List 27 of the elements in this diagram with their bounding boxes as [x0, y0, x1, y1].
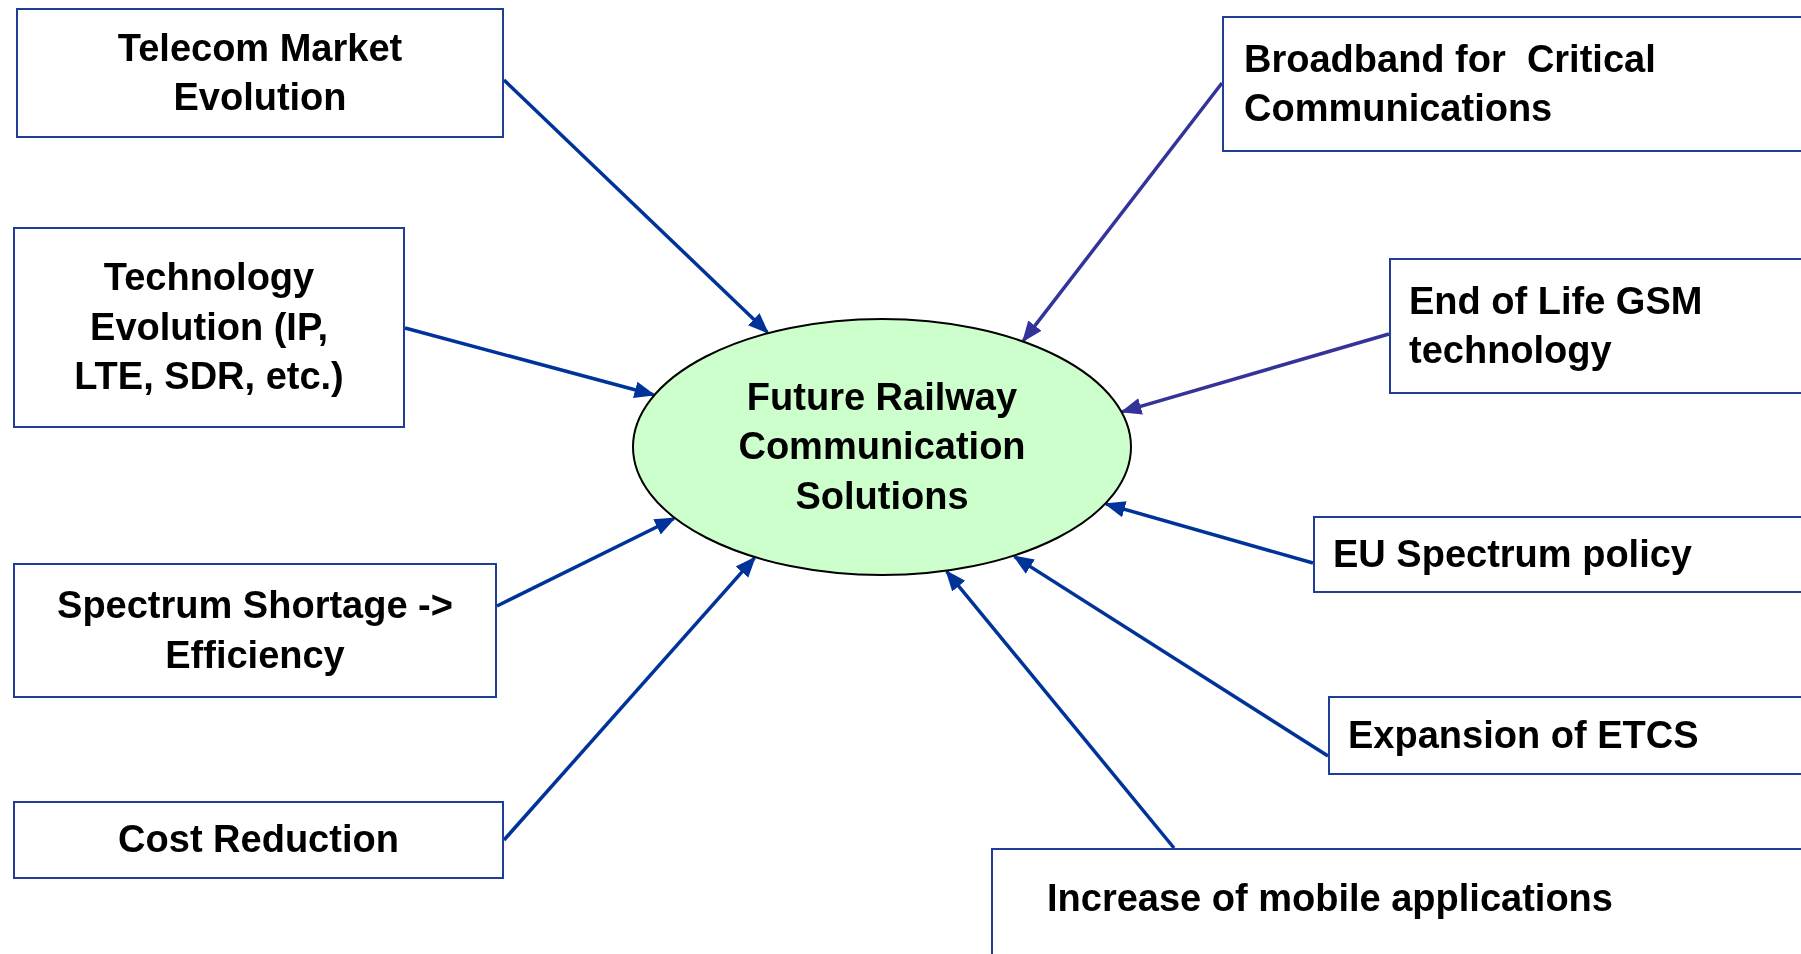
factor-box [13, 227, 405, 428]
arrow [1104, 501, 1314, 565]
factor-box [13, 801, 504, 879]
arrow [1012, 554, 1329, 758]
node-label: Spectrum Shortage -> Efficiency [56, 583, 454, 678]
factor-box [1222, 16, 1801, 152]
central-ellipse [632, 318, 1132, 576]
node-label: EU Spectrum policy [1333, 531, 1692, 577]
node-label: Expansion of ETCS [1348, 712, 1699, 758]
arrow [1022, 81, 1224, 343]
factor-box [1313, 516, 1801, 593]
factor-box [16, 8, 504, 138]
arrow [1120, 332, 1390, 415]
arrow [496, 516, 676, 608]
arrow [404, 326, 656, 398]
node-label: Technology Evolution (IP, LTE, SDR, etc.) [73, 255, 345, 400]
node-label: Broadband for Critical Communications [1244, 36, 1657, 131]
node-label: Future Railway Communication Solutions [737, 374, 1027, 519]
factor-box [13, 563, 497, 698]
node-label: Telecom Market Evolution [116, 25, 404, 120]
arrow [945, 570, 1176, 850]
node-label: End of Life GSM technology [1409, 278, 1704, 373]
node-label: Cost Reduction [118, 817, 399, 863]
factor-box [991, 848, 1801, 954]
factor-box [1389, 258, 1801, 394]
factor-box [1328, 696, 1801, 775]
node-label: Increase of mobile applications [1047, 876, 1613, 921]
